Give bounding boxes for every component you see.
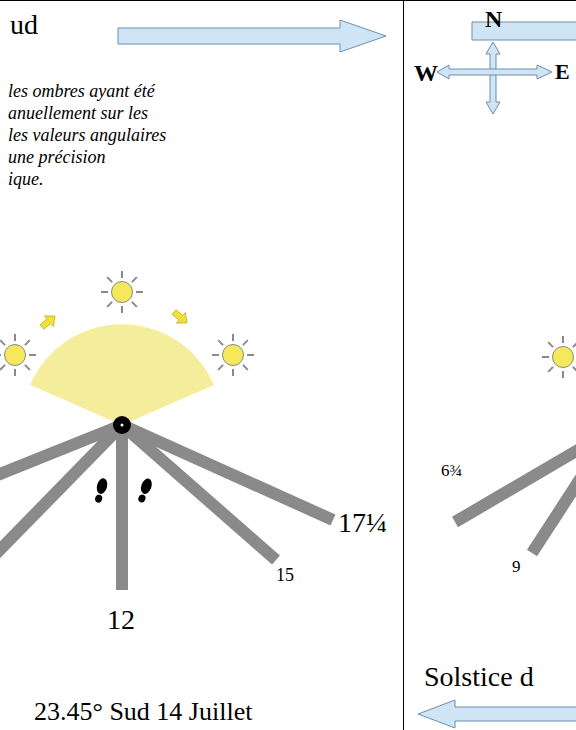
compass-arrow bbox=[437, 65, 552, 79]
hour-label: 6¾ bbox=[441, 462, 462, 481]
gnomon-dot bbox=[121, 424, 124, 427]
flow-arrow bbox=[118, 20, 386, 52]
compass-letter: W bbox=[414, 60, 438, 86]
divider-line bbox=[403, 0, 404, 730]
date-caption: 23.45° Sud 14 Juillet bbox=[34, 698, 252, 727]
motion-arrow bbox=[38, 307, 192, 333]
panel-heading: Solstice d bbox=[424, 662, 534, 693]
panel-heading: ud bbox=[10, 10, 38, 41]
hour-label: 12 bbox=[107, 605, 135, 636]
gnomon-dot bbox=[113, 416, 131, 434]
compass-arrow bbox=[486, 42, 500, 114]
hour-label: 17¼ bbox=[338, 508, 387, 539]
sun-icon bbox=[101, 271, 143, 313]
sun-icon bbox=[542, 336, 576, 378]
flow-arrow bbox=[418, 700, 576, 728]
sun-icon bbox=[212, 334, 254, 376]
sun-icons bbox=[0, 271, 576, 378]
shadow-lines bbox=[0, 425, 333, 590]
footprints bbox=[93, 477, 154, 504]
shadow-lines bbox=[455, 430, 576, 553]
hour-label: 15 bbox=[276, 566, 294, 586]
compass-letter: E bbox=[555, 60, 570, 84]
sun-icon bbox=[0, 334, 36, 376]
note-line: anuellement sur les bbox=[8, 104, 148, 124]
note-line: les ombres ayant été bbox=[8, 82, 155, 102]
frame-line bbox=[0, 0, 576, 1]
note-line: les valeurs angulaires bbox=[8, 126, 166, 146]
hour-label: 9 bbox=[512, 558, 521, 577]
compass-letter: N bbox=[485, 6, 502, 32]
note-line: ique. bbox=[8, 170, 44, 190]
sun-path-fan bbox=[30, 324, 214, 425]
note-line: une précision bbox=[8, 148, 105, 168]
